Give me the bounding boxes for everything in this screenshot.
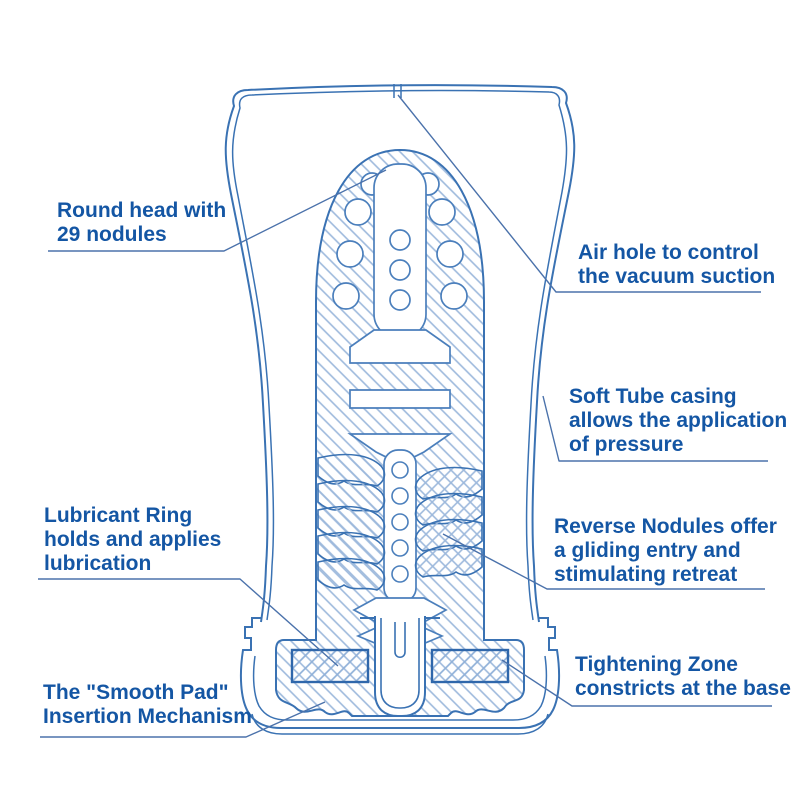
base-cup	[239, 617, 561, 735]
nodule-pocket	[344, 198, 372, 226]
channel-bead	[391, 513, 409, 531]
label-line: a gliding entry and	[554, 539, 741, 562]
label-line: the vacuum suction	[578, 265, 776, 288]
head-bead	[389, 289, 411, 311]
label-round-head: Round head with 29 nodules	[57, 199, 226, 247]
leader-lubricant-ring	[38, 578, 339, 667]
label-line: allows the application	[569, 409, 788, 432]
nodule-pocket	[332, 282, 360, 310]
label-line: stimulating retreat	[554, 563, 738, 586]
base-cup-foot-line	[251, 713, 549, 735]
head-channel	[373, 163, 427, 339]
leader-reverse-nodules	[442, 533, 765, 590]
label-line: constricts at the base	[575, 677, 791, 700]
label-line: holds and applies	[44, 528, 222, 551]
label-line: Soft Tube casing	[569, 385, 737, 408]
channel-bead	[391, 539, 409, 557]
head-cavity	[332, 163, 468, 339]
label-air-hole: Air hole to control the vacuum suction	[578, 241, 775, 289]
label-line: lubrication	[44, 552, 152, 575]
smooth-pad	[360, 616, 440, 717]
pad-inner	[380, 618, 420, 709]
air-hole-notch	[393, 84, 402, 98]
label-lubricant-ring: Lubricant Ring holds and applies lubrica…	[44, 504, 221, 576]
vacuum-ridges	[347, 329, 453, 459]
label-line: Air hole to control	[578, 241, 759, 264]
lubricant-ring-left	[290, 648, 370, 684]
leader-soft-tube	[542, 395, 768, 462]
label-line: 29 nodules	[57, 223, 167, 246]
head-bead	[389, 259, 411, 281]
lubricant-ring	[290, 648, 510, 684]
leader-smooth-pad	[40, 701, 326, 738]
label-line: Tightening Zone	[575, 653, 738, 676]
label-line: Reverse Nodules offer	[554, 515, 777, 538]
casing-outline	[224, 84, 576, 623]
nodule-pocket	[440, 282, 468, 310]
label-line: Round head with	[57, 199, 227, 222]
base-cup-inner-line	[252, 655, 548, 721]
head-bead	[389, 229, 411, 251]
lubricant-ring-right	[430, 648, 510, 684]
label-soft-tube: Soft Tube casing allows the application …	[569, 385, 787, 457]
pad-outer	[360, 616, 440, 717]
channel-bead	[391, 487, 409, 505]
nodule-pocket	[436, 240, 464, 268]
vacuum-ridge	[349, 389, 451, 409]
label-line: Insertion Mechanism	[43, 705, 252, 728]
label-line: Lubricant Ring	[44, 504, 193, 527]
channel-bead	[391, 565, 409, 583]
label-smooth-pad: The "Smooth Pad" Insertion Mechanism	[43, 681, 252, 729]
leader-tightening-zone	[501, 659, 772, 707]
channel-beads	[391, 461, 409, 583]
leader-air-hole	[397, 94, 761, 293]
label-line: of pressure	[569, 433, 684, 456]
leader-round-head	[48, 169, 387, 252]
label-reverse-nodules: Reverse Nodules offer a gliding entry an…	[554, 515, 777, 587]
leader-lines	[38, 94, 772, 738]
channel-bead	[391, 461, 409, 479]
vacuum-ridge	[349, 329, 451, 364]
base-cup-outline	[239, 617, 561, 729]
nodule-pocket	[428, 198, 456, 226]
label-line: The "Smooth Pad"	[43, 681, 229, 704]
nodule-pocket	[336, 240, 364, 268]
label-tightening-zone: Tightening Zone constricts at the base	[575, 653, 791, 701]
pad-slit	[394, 622, 406, 659]
